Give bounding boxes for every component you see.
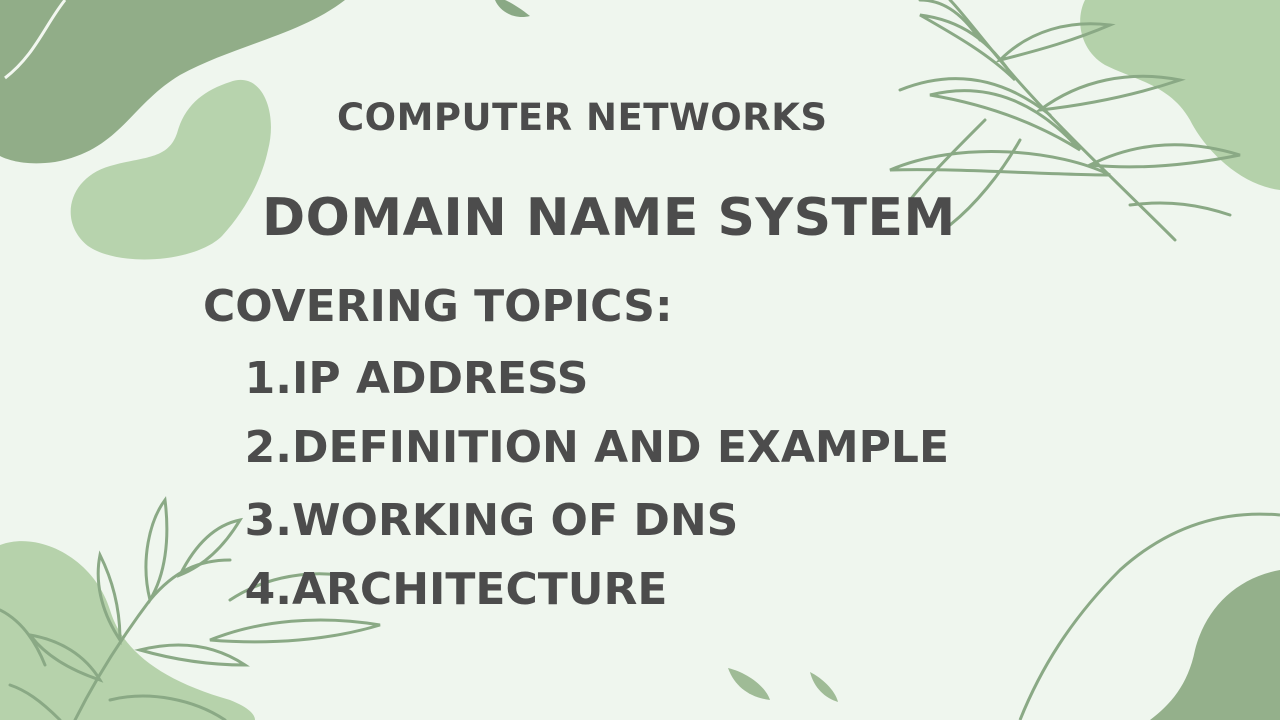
blob-top-left (0, 0, 345, 164)
page-title: DOMAIN NAME SYSTEM (262, 188, 956, 248)
topic-number: 1. (244, 353, 292, 404)
topic-item: 4. ARCHITECTURE (240, 564, 668, 615)
white-curve (4, 0, 67, 80)
subject-heading: COMPUTER NETWORKS (337, 96, 828, 139)
heart-blob (70, 79, 271, 260)
fern-top-right (889, 0, 1241, 242)
topic-number: 4. (244, 564, 292, 615)
topic-number: 2. (244, 422, 292, 473)
topic-label: IP ADDRESS (292, 353, 589, 404)
fern-bottom-left (0, 496, 381, 720)
blob-top-right (1080, 0, 1280, 190)
blob-bottom-left (0, 541, 255, 720)
leaf-drop-2 (810, 672, 838, 702)
topic-item: 3. WORKING OF DNS (240, 495, 739, 546)
topic-label: WORKING OF DNS (292, 495, 739, 546)
wave-line (1018, 512, 1280, 720)
covering-topics-label: COVERING TOPICS: (203, 281, 673, 332)
leaf-top-center (495, 0, 530, 18)
leaf-drop-1 (728, 668, 770, 700)
topic-item: 2. DEFINITION AND EXAMPLE (240, 426, 949, 470)
topic-item: 1. IP ADDRESS (240, 353, 589, 404)
topic-label: DEFINITION AND EXAMPLE (292, 422, 950, 473)
blob-bottom-right (1150, 570, 1280, 720)
topic-number: 3. (244, 495, 292, 546)
topic-label: ARCHITECTURE (292, 564, 668, 615)
